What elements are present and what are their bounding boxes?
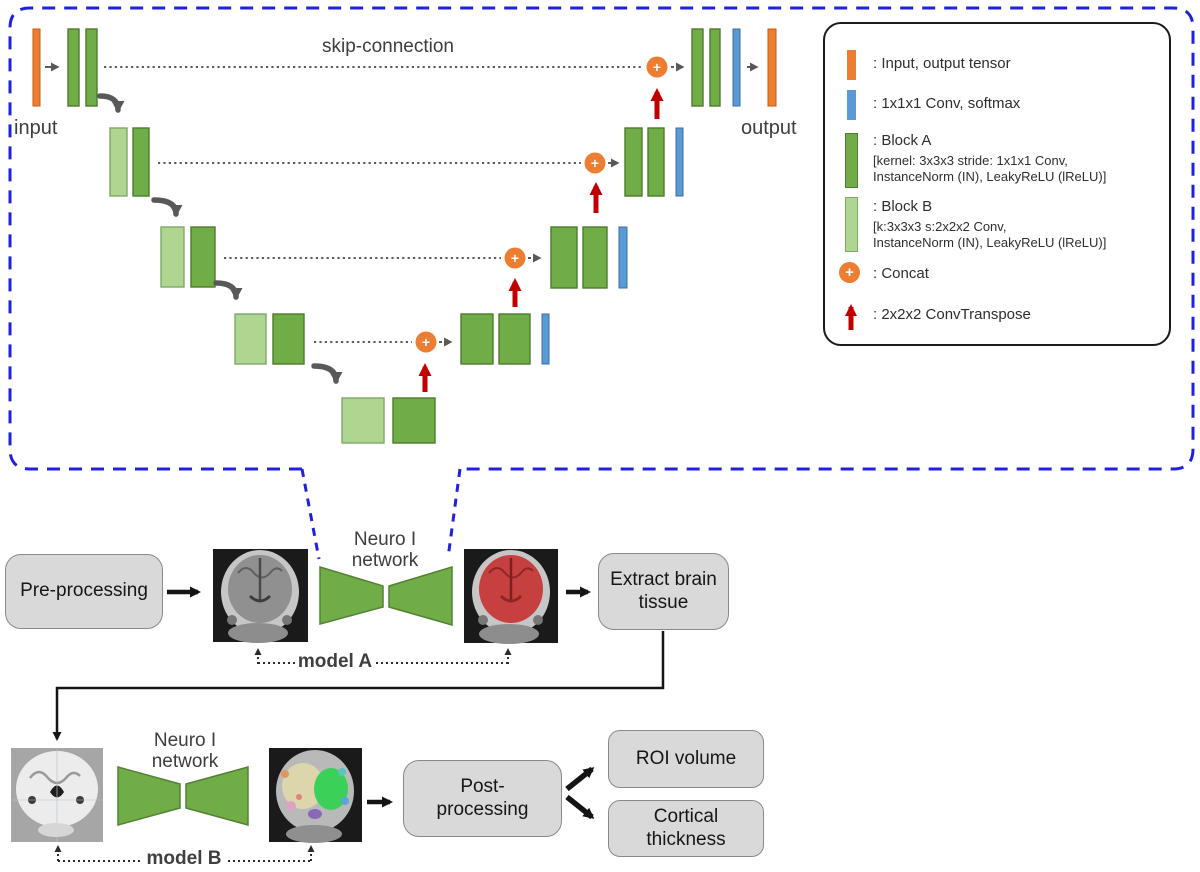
down-arrow-1	[97, 93, 125, 113]
block-a	[582, 226, 608, 289]
block-a	[691, 28, 704, 107]
model-a-callout	[254, 648, 512, 664]
concat-swatch: +	[839, 262, 860, 283]
legend-item-label: : 1x1x1 Conv, softmax	[873, 95, 1021, 112]
block-a	[190, 226, 216, 288]
bowtie-left-trapezoid	[319, 565, 384, 625]
extract-brain-tissue-box: Extract brain tissue	[598, 553, 729, 630]
legend-item-subline: [k:3x3x3 s:2x2x2 Conv,	[873, 219, 1007, 234]
block-a	[85, 28, 98, 107]
concat-plus: +	[511, 250, 519, 266]
concat-plus: +	[422, 334, 430, 350]
model-b-callout	[54, 845, 315, 862]
brain-segmentation-image	[269, 748, 362, 843]
block-a	[460, 313, 494, 365]
concat-node-2	[584, 152, 606, 174]
block-a	[392, 397, 436, 444]
legend-item-label: : Block A	[873, 132, 932, 149]
concat-plus: +	[591, 155, 599, 171]
roi-volume-box: ROI volume	[608, 730, 764, 788]
input-tensor-bar	[32, 28, 41, 107]
block-a	[67, 28, 80, 107]
block-a	[132, 127, 150, 197]
block-b-swatch	[845, 197, 858, 252]
legend-item-subline: InstanceNorm (IN), LeakyReLU (lReLU)]	[873, 169, 1107, 184]
cortical-thickness-box: Cortical thickness	[608, 800, 764, 857]
input-output-tensor-swatch	[847, 50, 856, 80]
block-b	[109, 127, 128, 197]
skip-connection-label: skip-connection	[321, 36, 455, 57]
mri-input-image	[213, 549, 308, 643]
block-a	[709, 28, 721, 107]
network-a-label: Neuro I network	[351, 529, 419, 572]
output-label: output	[741, 117, 797, 139]
conv-softmax-bar	[618, 226, 628, 289]
network-bowtie-a	[319, 565, 453, 626]
block-a	[272, 313, 305, 365]
skip-connection-lines	[104, 66, 643, 343]
funnel-right-dashed-line	[446, 468, 462, 559]
block-b	[160, 226, 185, 288]
model-b-label: model B	[146, 848, 222, 869]
legend-item-label: : 2x2x2 ConvTranspose	[873, 306, 1031, 323]
brain-mask-image	[464, 549, 558, 644]
legend-item-subline: [kernel: 3x3x3 stride: 1x1x1 Conv,	[873, 153, 1068, 168]
concat-out-arrows	[439, 62, 685, 347]
conv-transpose-swatch	[845, 304, 857, 330]
concat-nodes: + + + +	[415, 56, 668, 353]
bowtie-right-trapezoid	[185, 766, 249, 826]
output-tensor-bar	[767, 28, 777, 107]
concat-node-4	[415, 331, 437, 353]
unet-encoder-blocks	[32, 28, 436, 444]
concat-node-3	[504, 247, 526, 269]
legend-item-label: : Concat	[873, 265, 929, 282]
arrow-post-to-cortical	[565, 794, 595, 820]
legend-item-label: : Block B	[873, 198, 933, 215]
input-label: input	[14, 117, 58, 139]
down-arrow-2	[151, 197, 183, 217]
block-b	[341, 397, 385, 444]
unet-dashed-outline	[8, 6, 1195, 471]
legend-item-subline: InstanceNorm (IN), LeakyReLU (lReLU)]	[873, 235, 1107, 250]
down-arrow-3	[213, 280, 243, 300]
brain-extracted-image	[11, 748, 103, 842]
connector-extract-to-modelb	[52, 631, 665, 741]
model-a-label: model A	[297, 651, 373, 672]
bowtie-right-trapezoid	[388, 565, 453, 626]
conv-transpose-arrows	[418, 88, 664, 392]
conv-softmax-swatch	[847, 90, 856, 120]
down-arrow-4	[311, 363, 343, 384]
concat-node-1	[646, 56, 668, 78]
unet-decoder-blocks	[460, 28, 777, 365]
network-bowtie-b	[117, 766, 249, 826]
block-a	[647, 127, 665, 197]
bowtie-left-trapezoid	[117, 766, 181, 826]
preprocessing-box: Pre-processing	[5, 554, 163, 629]
legend-item-label: : Input, output tensor	[873, 55, 1011, 72]
block-a	[498, 313, 531, 365]
conv-softmax-bar	[675, 127, 684, 197]
downsample-arrows	[97, 93, 343, 384]
block-b	[234, 313, 267, 365]
network-b-label: Neuro I network	[151, 730, 219, 773]
legend: : Input, output tensor : 1x1x1 Conv, sof…	[823, 22, 1171, 346]
postprocessing-box: Post- processing	[403, 760, 562, 837]
conv-softmax-bar	[541, 313, 550, 365]
arrow-post-to-roi	[565, 766, 595, 792]
block-a-swatch	[845, 133, 858, 188]
concat-plus: +	[653, 59, 661, 75]
funnel-left-dashed-line	[300, 468, 321, 560]
block-a	[624, 127, 643, 197]
block-a	[550, 226, 578, 289]
conv-softmax-bar	[732, 28, 741, 107]
